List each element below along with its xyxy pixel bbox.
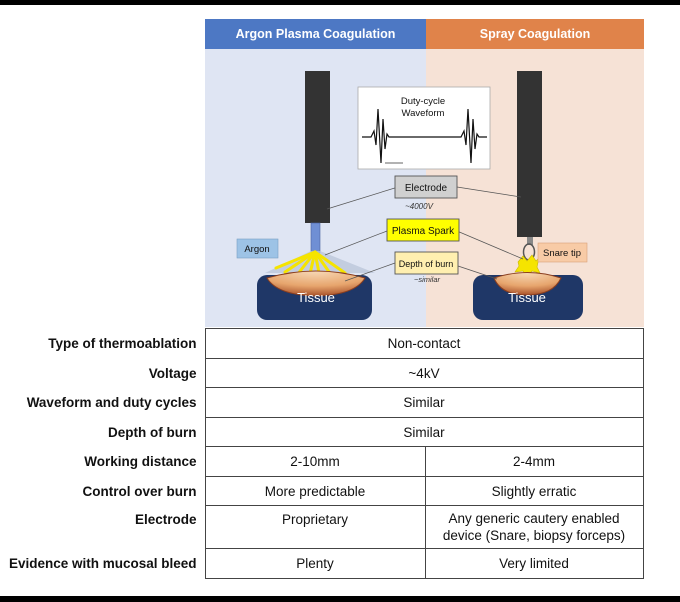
waveform-box <box>357 86 491 170</box>
merged-value-cell: ~4kV <box>204 358 644 388</box>
table-row: Depth of burn Similar <box>6 417 644 447</box>
row-label: Electrode <box>134 511 197 527</box>
table-row: Type of thermoablation Non-contact <box>6 328 644 359</box>
table-row: Evidence with mucosal bleed Plenty Very … <box>6 548 644 579</box>
coagulation-diagram: Tissue Argon Tissue Snare tip Duty-cycle… <box>236 71 588 320</box>
row-label: Type of thermoablation <box>48 336 197 351</box>
tissue-label-left: Tissue <box>297 290 335 305</box>
spray-value-cell: Slightly erratic <box>424 476 644 506</box>
apc-header: Argon Plasma Coagulation <box>205 19 426 49</box>
spray-probe <box>517 71 542 237</box>
apc-catheter-tip <box>310 222 321 254</box>
snare-tip-label-box <box>537 242 588 263</box>
row-label: Voltage <box>148 365 197 381</box>
row-label: Depth of burn <box>108 424 197 440</box>
similar-note: ~similar <box>414 275 441 284</box>
tissue-label-right: Tissue <box>508 290 546 305</box>
burn-zone-right <box>493 272 562 296</box>
table-row: Electrode Proprietary Any generic cauter… <box>6 505 644 549</box>
depth-of-burn-label-box <box>394 251 459 275</box>
merged-value-cell: Similar <box>204 417 644 447</box>
top-border <box>0 0 680 5</box>
plasma-spark-label-box <box>386 218 460 242</box>
table-row: Voltage ~4kV <box>6 358 644 388</box>
comparison-table: Type of thermoablation Non-contact Volta… <box>6 328 644 579</box>
apc-value-cell: Plenty <box>204 548 426 579</box>
argon-label-box <box>236 238 279 259</box>
apc-value-cell: Proprietary <box>204 505 426 549</box>
spray-value-cell: 2-4mm <box>424 446 644 477</box>
merged-value-cell: Non-contact <box>204 328 644 359</box>
bottom-border <box>0 596 680 602</box>
burn-zone-left <box>266 270 366 297</box>
row-label: Working distance <box>84 454 197 469</box>
spray-header: Spray Coagulation <box>426 19 644 49</box>
snare-shaft <box>527 237 533 245</box>
row-label: Evidence with mucosal bleed <box>8 556 197 571</box>
waveform-title-line1: Duty-cycle <box>401 96 445 107</box>
electrode-label: Electrode <box>405 183 448 194</box>
waveform-trace <box>362 108 487 164</box>
apc-probe <box>305 71 330 223</box>
electrode-label-box <box>394 175 458 199</box>
row-label: Waveform and duty cycles <box>26 395 197 410</box>
table-row: Working distance 2-10mm 2-4mm <box>6 446 644 477</box>
table-row: Waveform and duty cycles Similar <box>6 387 644 418</box>
row-label: Control over burn <box>82 483 197 499</box>
pointer-lines <box>324 186 524 282</box>
apc-value-cell: 2-10mm <box>204 446 426 477</box>
table-row: Control over burn More predictable Sligh… <box>6 476 644 506</box>
plasma-spark-label: Plasma Spark <box>392 226 455 237</box>
apc-value-cell: More predictable <box>204 476 426 506</box>
spray-value-cell: Any generic cautery enabled device (Snar… <box>424 505 644 549</box>
merged-value-cell: Similar <box>204 387 644 418</box>
spray-spark <box>514 254 541 278</box>
argon-label: Argon <box>244 244 269 255</box>
waveform-title-line2: Waveform <box>402 108 445 119</box>
voltage-note: ~4000V <box>405 202 433 211</box>
snare-tip-label: Snare tip <box>543 248 581 259</box>
spray-value-cell: Very limited <box>424 548 644 579</box>
depth-of-burn-label: Depth of burn <box>399 259 454 269</box>
